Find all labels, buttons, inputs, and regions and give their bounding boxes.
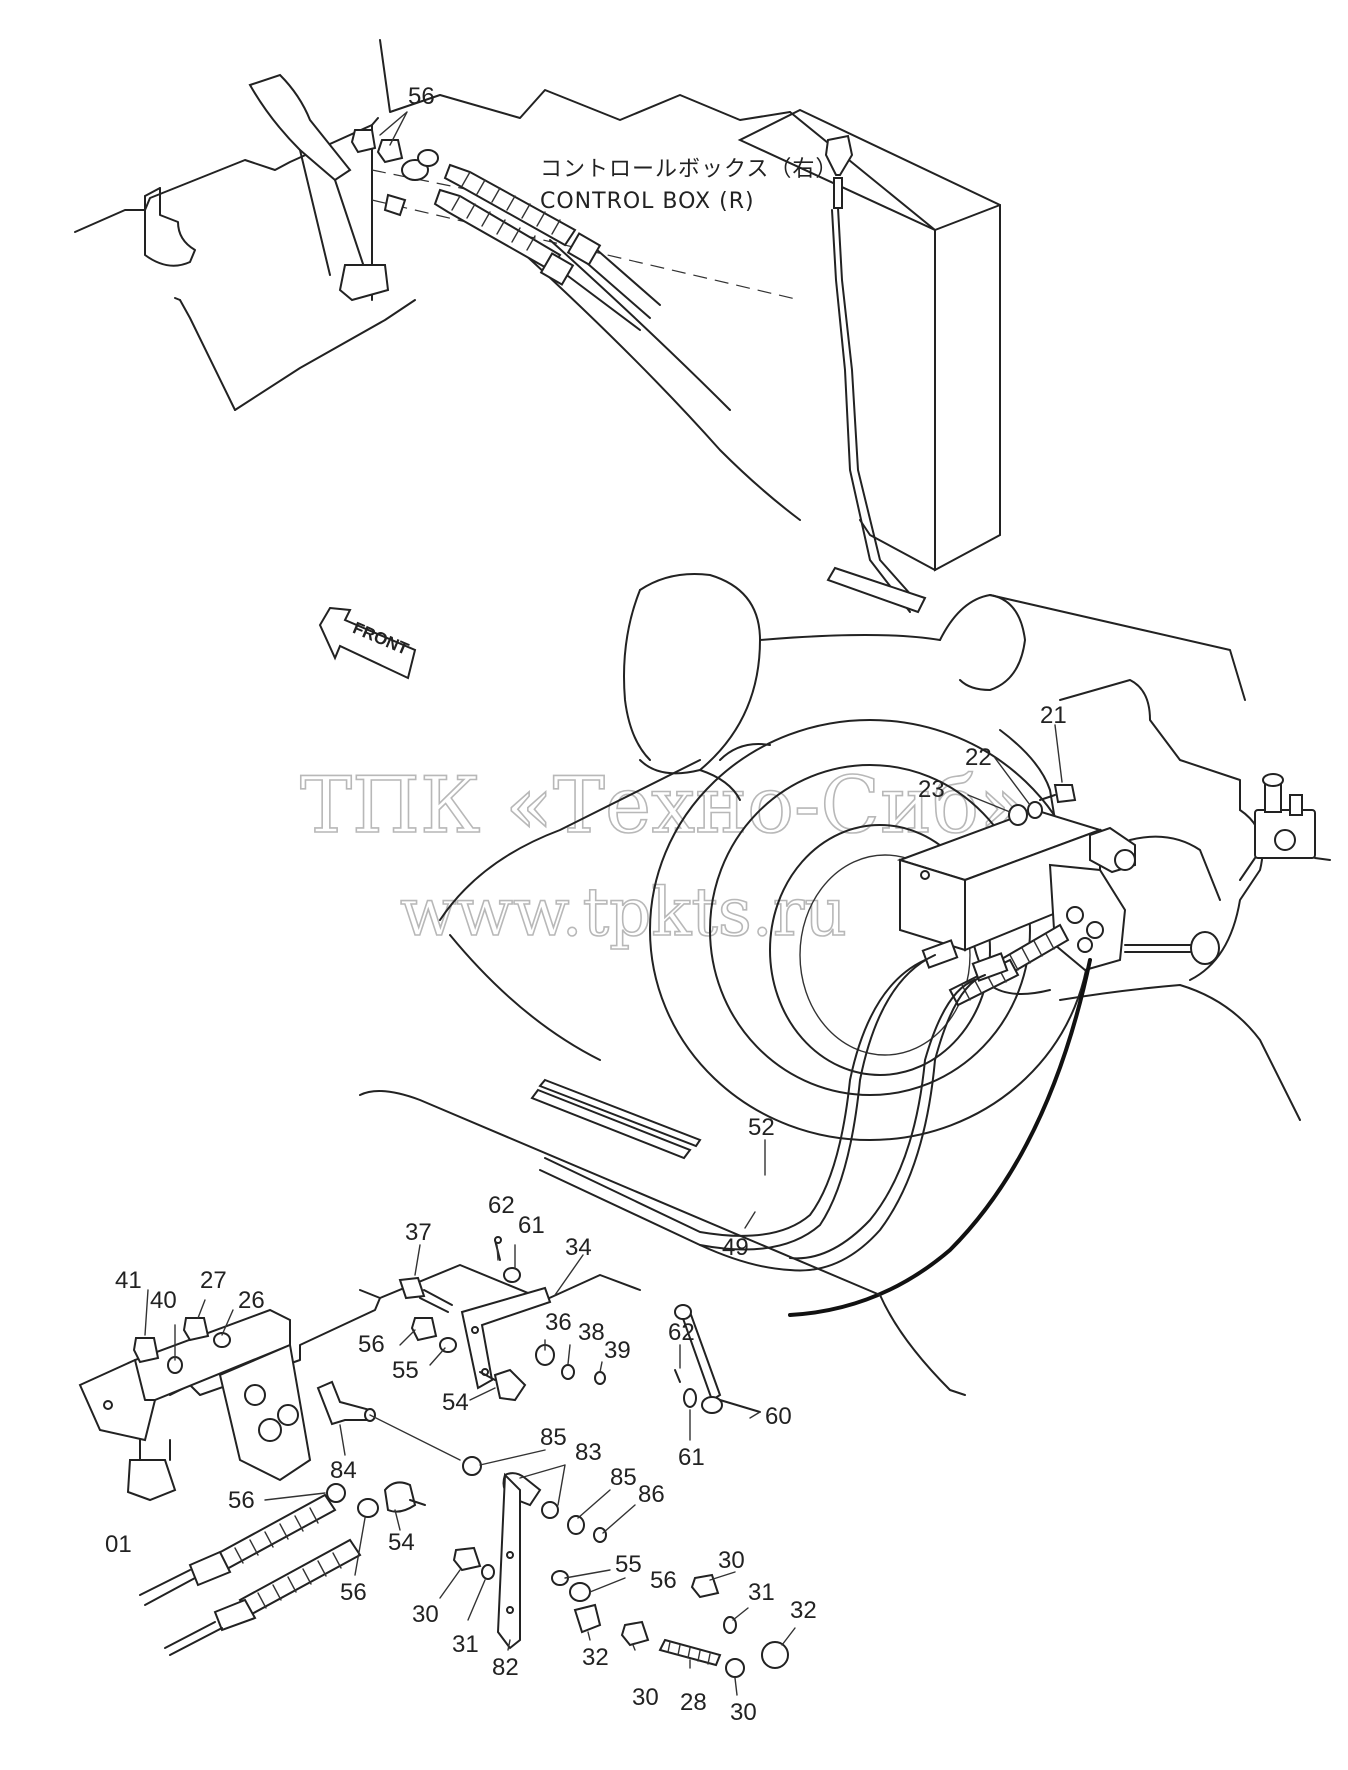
callout-62-b: 62 bbox=[668, 1319, 695, 1346]
callout-56-a: 56 bbox=[358, 1331, 385, 1358]
callout-30-d: 30 bbox=[730, 1699, 757, 1726]
control-box-right bbox=[737, 108, 1001, 572]
callout-31-b: 31 bbox=[748, 1579, 775, 1606]
cables-49-52 bbox=[530, 954, 986, 1272]
spring-upper-1 bbox=[443, 163, 577, 247]
divider-curve bbox=[788, 958, 1092, 1317]
lower-exploded-view bbox=[78, 1236, 789, 1678]
control-box-caption: コントロールボックス（右） CONTROL BOX (R) bbox=[540, 157, 838, 214]
callout-40: 40 bbox=[150, 1287, 177, 1314]
lower-springs bbox=[139, 1493, 362, 1656]
callout-21: 21 bbox=[1040, 702, 1067, 729]
callout-27: 27 bbox=[200, 1267, 227, 1294]
callout-55-a: 55 bbox=[392, 1357, 419, 1384]
callout-41: 41 bbox=[115, 1267, 142, 1294]
caption-en: CONTROL BOX (R) bbox=[540, 189, 755, 214]
callout-22: 22 bbox=[965, 744, 992, 771]
callout-83: 83 bbox=[575, 1439, 602, 1466]
front-arrow: FRONT bbox=[318, 606, 417, 680]
callout-56: 56 bbox=[408, 83, 435, 110]
callout-23: 23 bbox=[918, 776, 945, 803]
callout-61-b: 61 bbox=[678, 1444, 705, 1471]
callout-28: 28 bbox=[680, 1689, 707, 1716]
callout-36: 36 bbox=[545, 1309, 572, 1336]
callout-56-b: 56 bbox=[228, 1487, 255, 1514]
caption-jp: コントロールボックス（右） bbox=[540, 157, 838, 182]
callout-85-b: 85 bbox=[610, 1464, 637, 1491]
upper-cables bbox=[433, 163, 661, 331]
control-lever bbox=[824, 134, 927, 614]
callout-32-a: 32 bbox=[790, 1597, 817, 1624]
callout-52: 52 bbox=[748, 1114, 775, 1141]
callout-55-b: 55 bbox=[615, 1551, 642, 1578]
engine-outline bbox=[439, 573, 1331, 1141]
callout-34: 34 bbox=[565, 1234, 592, 1261]
callout-56-c: 56 bbox=[340, 1579, 367, 1606]
callout-31-a: 31 bbox=[452, 1631, 479, 1658]
callout-56-d: 56 bbox=[650, 1567, 677, 1594]
callout-30-c: 30 bbox=[632, 1684, 659, 1711]
actuator-unit bbox=[896, 784, 1220, 972]
callout-26: 26 bbox=[238, 1287, 265, 1314]
callout-30-a: 30 bbox=[412, 1601, 439, 1628]
leader-lines bbox=[144, 111, 1063, 1696]
top-fasteners bbox=[350, 129, 439, 217]
callout-39: 39 bbox=[604, 1337, 631, 1364]
callout-54-b: 54 bbox=[388, 1529, 415, 1556]
callout-37: 37 bbox=[405, 1219, 432, 1246]
watermark-url: www.tpkts.ru bbox=[400, 874, 847, 951]
lower-body-outline bbox=[359, 1090, 966, 1396]
cab-floor-outline bbox=[74, 39, 801, 521]
callout-30-b: 30 bbox=[718, 1547, 745, 1574]
callout-38: 38 bbox=[578, 1319, 605, 1346]
callout-61: 61 bbox=[518, 1212, 545, 1239]
callout-60: 60 bbox=[765, 1403, 792, 1430]
callout-85-a: 85 bbox=[540, 1424, 567, 1451]
callout-82: 82 bbox=[492, 1654, 519, 1681]
watermark-company: ТПК «Техно-Сиб» bbox=[300, 761, 1027, 851]
callout-32-b: 32 bbox=[582, 1644, 609, 1671]
callout-86: 86 bbox=[638, 1481, 665, 1508]
pedal bbox=[248, 73, 390, 302]
callout-numbers: 56 21 22 23 52 49 62 61 37 34 41 40 27 2… bbox=[105, 83, 1067, 1726]
watermark: ТПК «Техно-Сиб» www.tpkts.ru bbox=[299, 760, 1027, 952]
actuator-springs bbox=[921, 923, 1070, 1007]
callout-84: 84 bbox=[330, 1457, 357, 1484]
callout-01: 01 bbox=[105, 1531, 132, 1558]
floor-bracket bbox=[144, 187, 196, 267]
callout-54-a: 54 bbox=[442, 1389, 469, 1416]
callout-49: 49 bbox=[722, 1234, 749, 1261]
callout-62: 62 bbox=[488, 1192, 515, 1219]
